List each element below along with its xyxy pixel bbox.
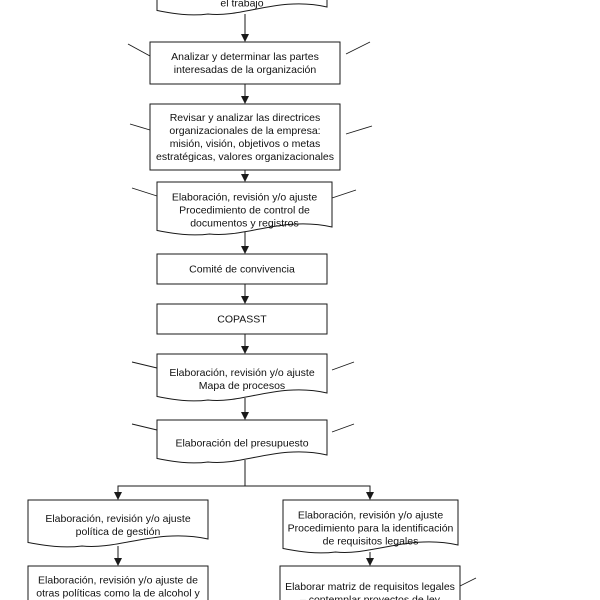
flow-node-shape (149, 103, 341, 171)
flow-node-shape (149, 41, 341, 85)
flow-node-label: – contemplar proyectos de ley (300, 594, 441, 600)
annotation-tick (127, 43, 151, 57)
flow-node-label: Elaboración, revisión y/o ajuste (45, 513, 190, 525)
annotation-tick (131, 423, 158, 431)
flow-node-n4: Comité de convivencia (156, 253, 328, 285)
flow-node-n7: Elaboración del presupuesto (156, 419, 328, 464)
flow-node-n2: Revisar y analizar las directricesorgani… (149, 103, 341, 171)
flow-node-n10: Elaboración, revisión y/o ajuste deotras… (27, 565, 209, 600)
flow-node-label: Analizar y determinar las partes (171, 51, 319, 63)
annotation-tick (131, 187, 158, 197)
flow-node-label: Elaboración, revisión y/o ajuste (172, 192, 317, 204)
flow-node-label: documentos y registros (190, 218, 299, 230)
flow-node-label: otras políticas como la de alcohol y (36, 588, 200, 600)
connector-layer (114, 14, 374, 566)
flow-node-label: misión, visión, objetivos o metas (170, 138, 321, 150)
flow-node-n0: el trabajo (156, 0, 328, 16)
flow-node-label: de requisitos legales (323, 536, 419, 548)
flow-node-shape (156, 253, 328, 285)
flow-node-label: Comité de convivencia (189, 264, 295, 276)
annotation-tick (331, 423, 355, 433)
flow-node-shape (156, 0, 328, 16)
flow-node-n5: COPASST (156, 303, 328, 335)
flow-node-n8: Elaboración, revisión y/o ajustepolítica… (27, 499, 209, 548)
flow-node-label: estratégicas, valores organizacionales (156, 151, 334, 163)
flow-node-label: Procedimiento de control de (179, 205, 310, 217)
flow-node-n1: Analizar y determinar las partesinteresa… (149, 41, 341, 85)
flow-node-label: Procedimiento para la identificación (288, 523, 454, 535)
annotation-tick (345, 41, 371, 55)
flow-node-shape (27, 499, 209, 548)
branch-connector (117, 460, 371, 499)
flow-node-shape (156, 353, 328, 402)
annotation-tick (331, 361, 355, 371)
flow-node-label: Mapa de procesos (199, 380, 285, 392)
flow-node-label: interesadas de la organización (174, 64, 317, 76)
flow-node-label: el trabajo (220, 0, 263, 10)
annotation-tick (345, 125, 373, 135)
flow-node-shape (156, 303, 328, 335)
flow-node-label: organizacionales de la empresa: (169, 125, 320, 137)
flow-node-label: Elaborar matriz de requisitos legales (285, 581, 455, 593)
flow-node-label: política de gestión (76, 526, 161, 538)
flow-node-shape (27, 565, 209, 600)
annotation-tick-layer (127, 41, 477, 587)
flow-node-label: COPASST (217, 314, 267, 326)
flow-node-label: Elaboración, revisión y/o ajuste (298, 510, 443, 522)
flow-node-n11: Elaborar matriz de requisitos legales– c… (279, 565, 461, 600)
flow-node-label: Revisar y analizar las directrices (170, 112, 321, 124)
flow-node-label: Elaboración del presupuesto (175, 438, 308, 450)
annotation-tick (331, 189, 357, 199)
annotation-tick (131, 361, 158, 369)
flow-node-shape (279, 565, 461, 600)
flow-node-shape (282, 499, 459, 554)
flow-node-label: Elaboración, revisión y/o ajuste de (38, 575, 198, 587)
flow-node-n3: Elaboración, revisión y/o ajusteProcedim… (156, 181, 333, 236)
flow-node-n9: Elaboración, revisión y/o ajusteProcedim… (282, 499, 459, 554)
flow-node-shape (156, 419, 328, 464)
flow-node-shape (156, 181, 333, 236)
annotation-tick (459, 577, 477, 587)
annotation-tick (129, 123, 151, 131)
flow-node-label: Elaboración, revisión y/o ajuste (169, 367, 314, 379)
